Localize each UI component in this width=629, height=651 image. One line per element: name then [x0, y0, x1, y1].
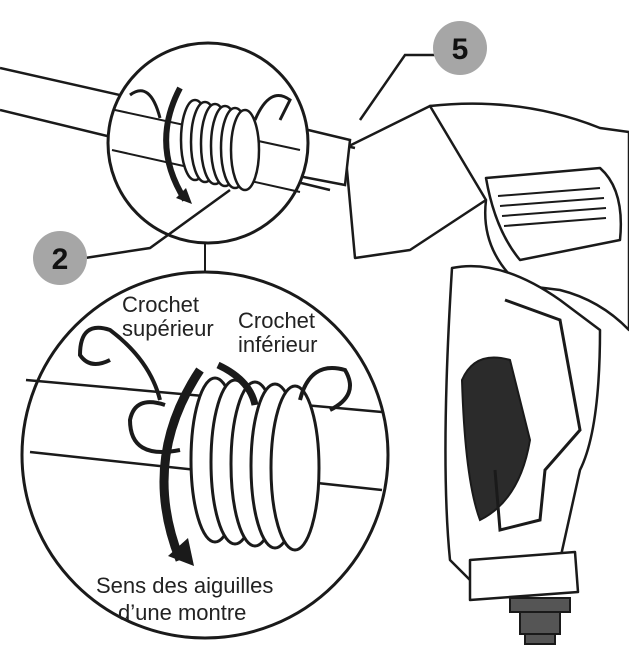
upper-hook-line-1: Crochet [122, 292, 199, 317]
callout-2-number: 2 [52, 243, 69, 276]
large-spring [189, 376, 321, 552]
tool-rear-block [484, 166, 622, 262]
small-rotation-arrow-icon [163, 86, 188, 202]
callout-5: 5 [358, 21, 487, 121]
tool-body [343, 102, 629, 602]
small-detail-circle [106, 41, 310, 245]
air-inlet-fitting [509, 597, 571, 645]
upper-hook-line-2: supérieur [122, 316, 214, 341]
lower-hook-line-2: inférieur [238, 332, 317, 357]
small-spring [179, 98, 261, 192]
label-upper-hook: Crochet supérieur [122, 292, 214, 341]
label-lower-hook: Crochet inférieur [238, 308, 317, 357]
grip-texture [460, 356, 532, 522]
callout-5-number: 5 [452, 33, 469, 66]
callout-2: 2 [33, 188, 231, 285]
large-lower-hook [298, 366, 352, 412]
large-upper-hook-loop [127, 400, 181, 454]
direction-line-1: Sens des aiguilles [96, 573, 273, 598]
small-lower-hook [253, 94, 292, 121]
tool-ribs [497, 187, 607, 227]
small-upper-hook [129, 89, 162, 119]
direction-line-2: d’une montre [118, 600, 246, 625]
large-detail-circle [20, 270, 390, 640]
label-direction: Sens des aiguilles d’une montre [96, 573, 273, 625]
large-upper-hook [77, 325, 162, 401]
lower-hook-line-1: Crochet [238, 308, 315, 333]
tool-handle-base [468, 550, 580, 602]
large-rotation-arrow-icon [159, 367, 204, 562]
grip-frame [493, 298, 582, 532]
